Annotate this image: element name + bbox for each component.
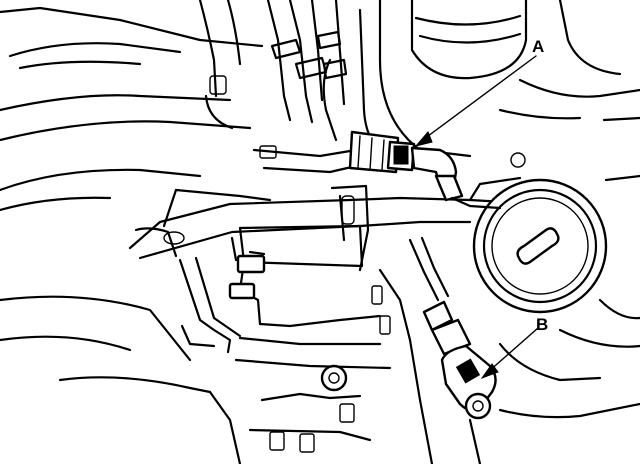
- bolt-center: [320, 364, 348, 392]
- callout-a-label: A: [532, 37, 544, 56]
- callout-b-arrowhead: [480, 363, 499, 380]
- callout-b-leader: [487, 327, 539, 373]
- callout-b-label: B: [536, 315, 548, 334]
- callout-a-leader: [419, 55, 537, 143]
- sensor-a: [348, 130, 502, 210]
- callout-b: B: [480, 315, 548, 380]
- callout-a: A: [414, 37, 544, 147]
- sensor-b: [422, 300, 497, 420]
- reservoir-cap: [472, 178, 608, 314]
- callout-a-arrowhead: [414, 131, 433, 147]
